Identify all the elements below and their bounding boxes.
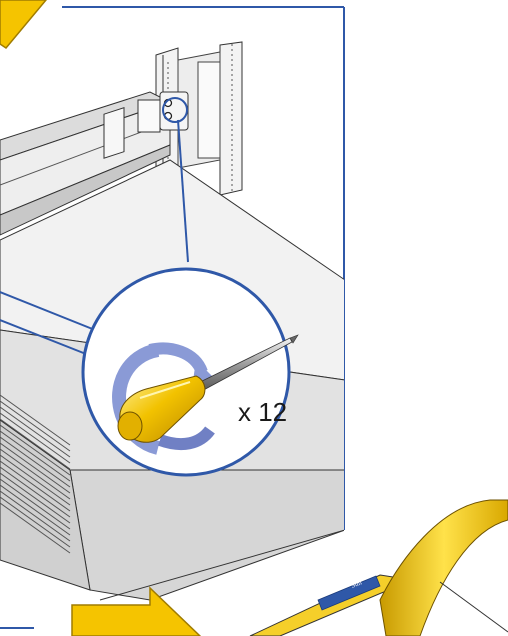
detail-callout: x 12 — [81, 267, 299, 477]
slide-rail — [0, 91, 172, 236]
screw-quantity-label: x 12 — [238, 397, 287, 427]
screwdriver-icon — [117, 334, 299, 443]
callout-leader-lines — [0, 119, 189, 355]
logo-text: Sun — [350, 578, 364, 590]
sun-logo-icon: Sun — [317, 575, 381, 611]
direction-arrow-icon — [0, 0, 47, 49]
rail-bracket — [159, 91, 189, 131]
direction-arrow-icon — [71, 586, 202, 636]
vent-grille — [0, 394, 71, 554]
